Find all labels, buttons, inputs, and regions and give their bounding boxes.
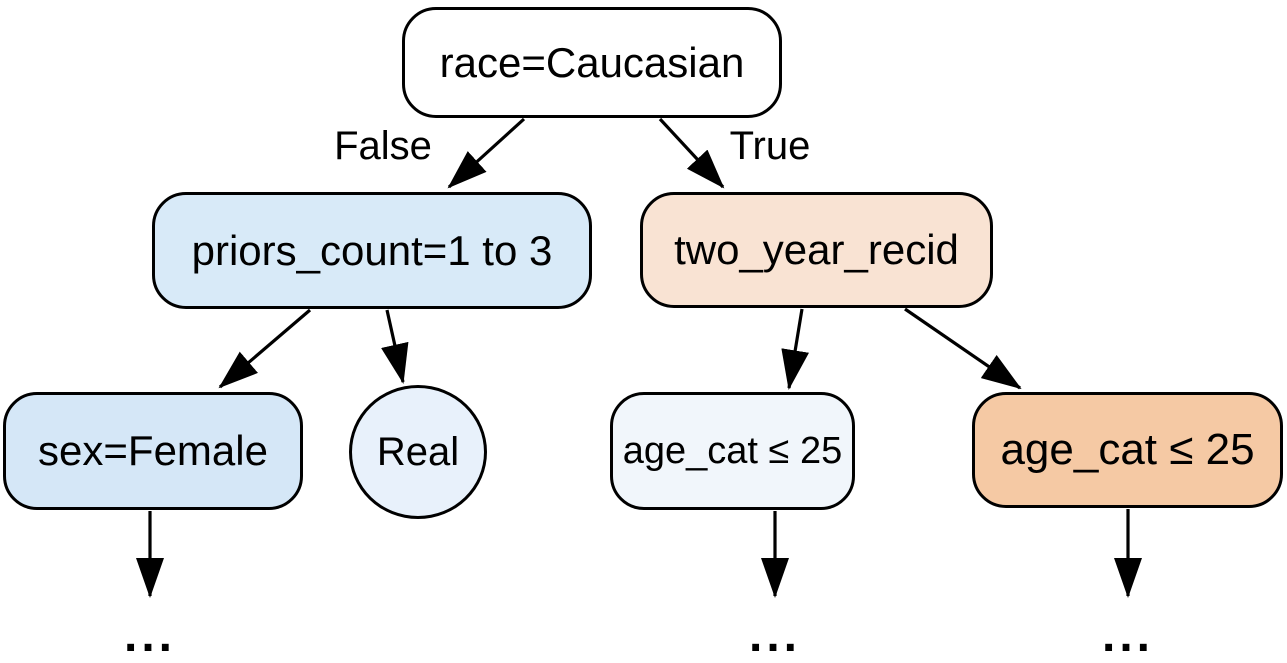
node-age-cat-left: age_cat ≤ 25 <box>610 392 855 510</box>
edge-two-year-recid-to-age-cat-left <box>781 308 809 390</box>
edge-two-year-recid-to-age-cat-right <box>904 307 1022 390</box>
edge-label-false: False <box>334 124 432 168</box>
node-race-caucasian: race=Caucasian <box>402 7 782 118</box>
edge-root-to-priors-count <box>447 117 526 189</box>
node-sex-female: sex=Female <box>3 392 303 510</box>
node-sex-female-label: sex=Female <box>38 427 268 474</box>
node-age-cat-right: age_cat ≤ 25 <box>972 392 1283 508</box>
truncated-subtree-marker-left: ... <box>123 609 176 662</box>
node-two-year-recid: two_year_recid <box>640 192 993 308</box>
truncated-subtree-marker-right: ... <box>1101 609 1154 662</box>
node-age-cat-right-label: age_cat ≤ 25 <box>1000 425 1255 474</box>
node-priors-count-label: priors_count=1 to 3 <box>191 226 553 274</box>
edge-label-true: True <box>729 124 811 168</box>
node-two-year-recid-label: two_year_recid <box>674 226 959 273</box>
edge-priors-count-to-sex-female <box>218 308 312 389</box>
node-race-caucasian-label: race=Caucasian <box>439 38 745 86</box>
node-priors-count: priors_count=1 to 3 <box>152 192 592 309</box>
node-real-leaf: Real <box>349 385 487 519</box>
edge-priors-count-to-real <box>381 309 409 384</box>
node-age-cat-left-label: age_cat ≤ 25 <box>622 429 843 472</box>
node-real-leaf-label: Real <box>376 429 460 474</box>
truncated-subtree-marker-middle: ... <box>748 609 801 662</box>
